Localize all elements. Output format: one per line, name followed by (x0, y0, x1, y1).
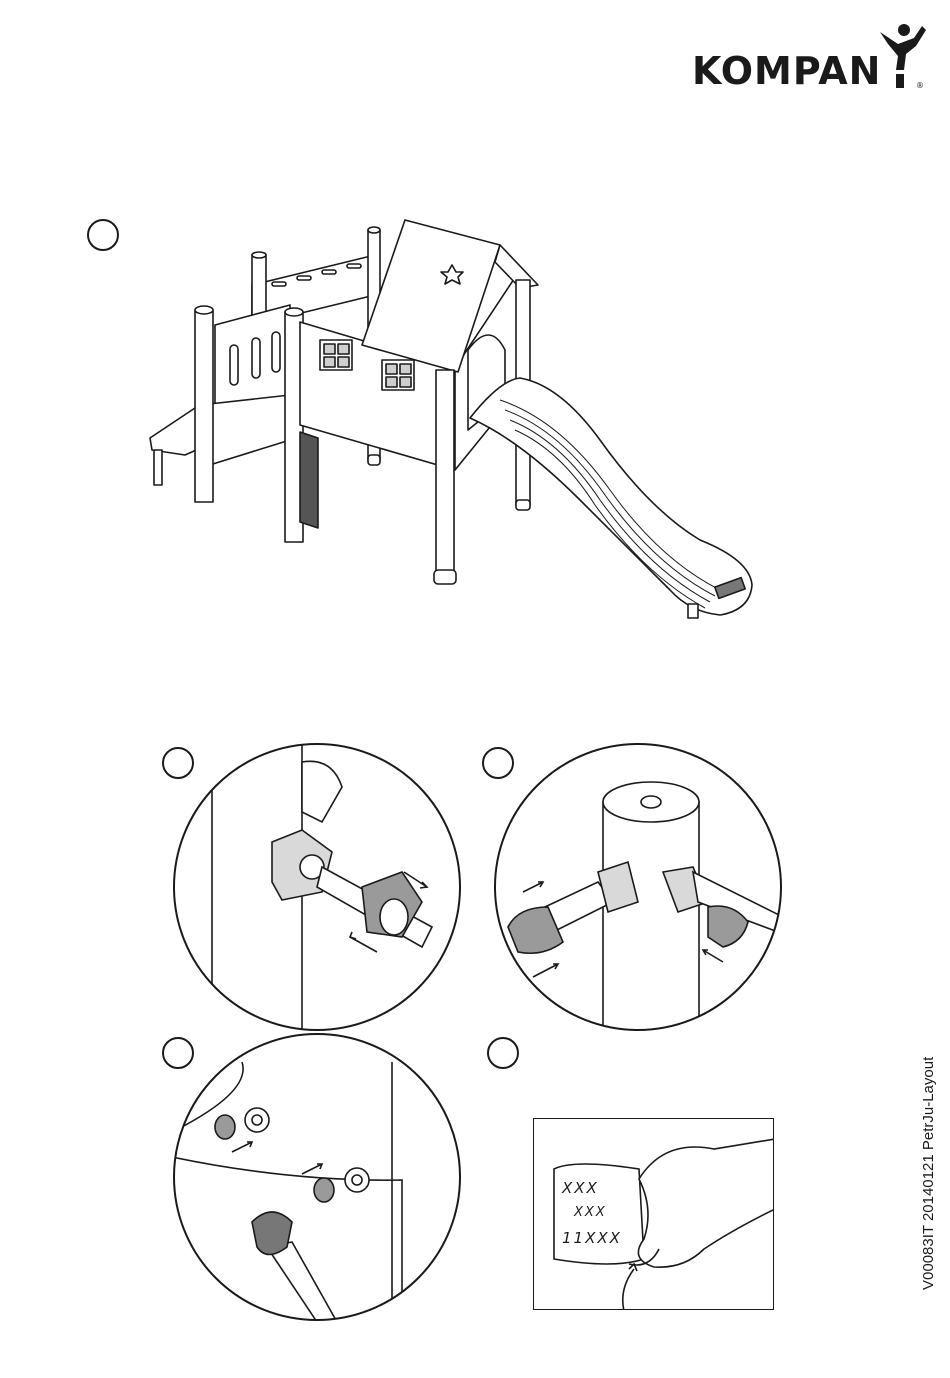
hammer-caps-detail (172, 1032, 462, 1322)
document-code: V00083IT 20140121 PetrJu-Layout (920, 1057, 937, 1290)
hand-peeling-label-illustration (534, 1119, 774, 1310)
sticker-line-3: 11XXX (562, 1229, 622, 1247)
step-5-marker (487, 1037, 519, 1069)
sticker-line-2: XXX (574, 1205, 607, 1220)
label-sticker-detail: XXX XXX 11XXX (533, 1118, 774, 1310)
post-clamp-detail (493, 742, 783, 1032)
sticker-line-1: XXX (562, 1179, 599, 1197)
clamp-attach-detail (172, 742, 462, 1032)
